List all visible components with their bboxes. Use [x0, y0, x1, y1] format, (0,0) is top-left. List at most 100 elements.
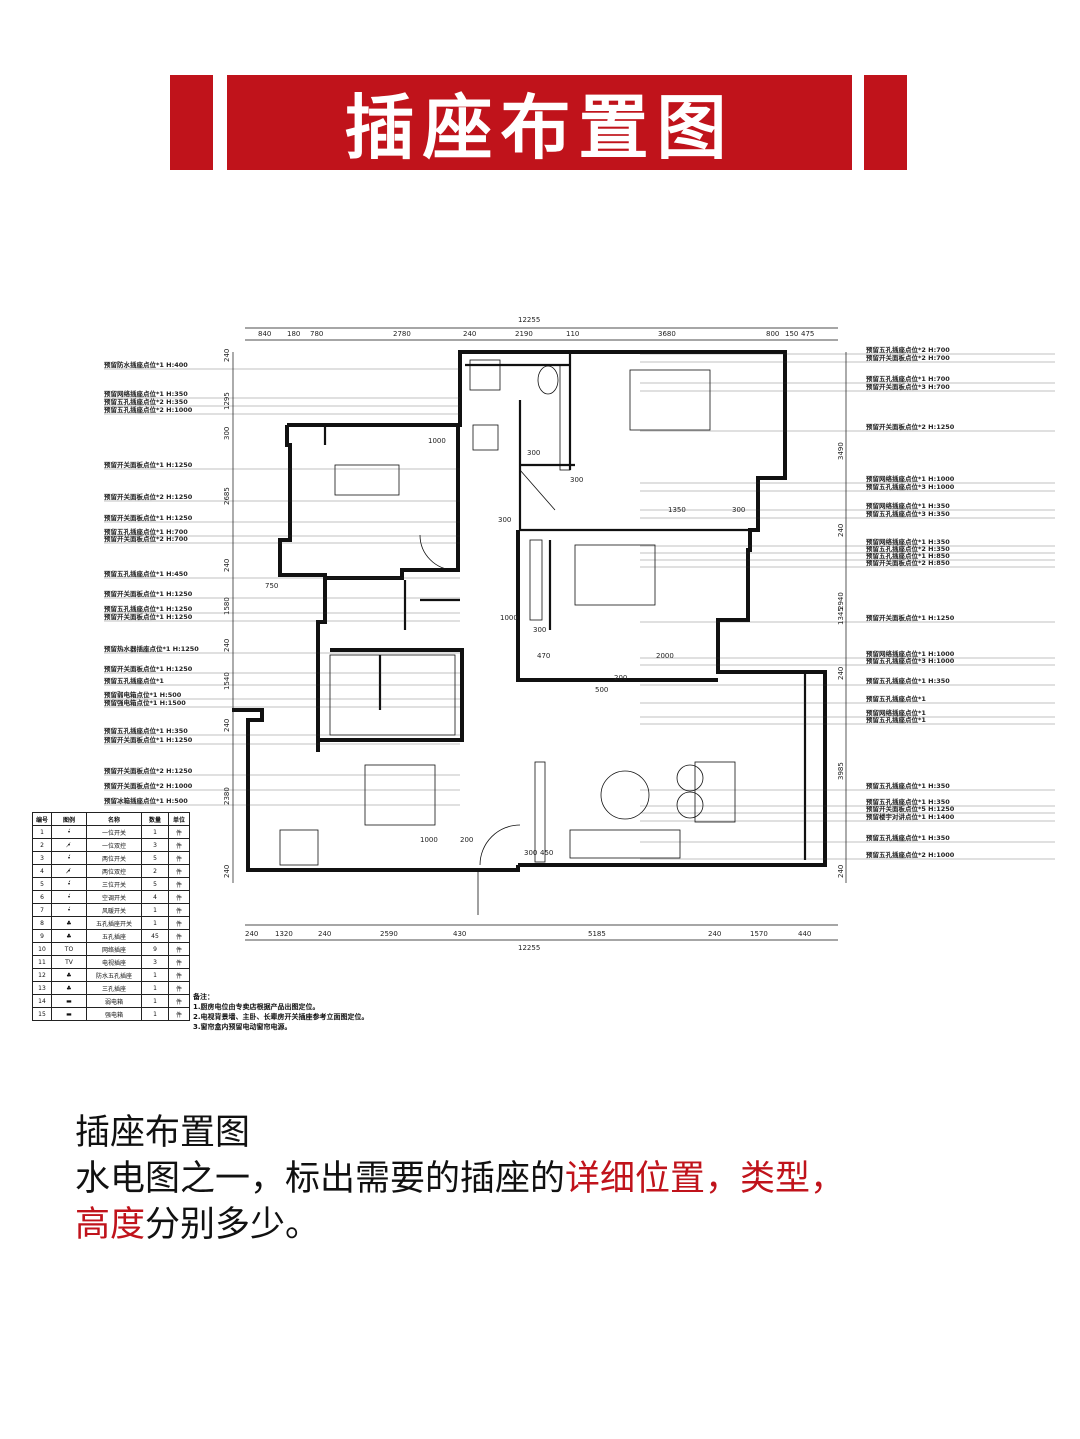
legend-cell: 一位开关 [86, 825, 142, 839]
legend-cell: 10 [32, 942, 52, 956]
caption-line-2: 水电图之一，标出需要的插座的详细位置，类型， [75, 1156, 845, 1202]
legend-cell: 3 [32, 851, 52, 865]
legend-cell: 件 [168, 929, 190, 943]
legend-cell: 5 [32, 877, 52, 891]
top-dim: 2780 [393, 330, 411, 338]
top-dim: 110 [566, 330, 579, 338]
legend-cell: 1 [141, 903, 169, 917]
legend-cell: 5 [141, 877, 169, 891]
left-dim: 240 [223, 639, 231, 652]
legend-cell: 三位开关 [86, 877, 142, 891]
legend-cell: 两位开关 [86, 851, 142, 865]
top-dim: 180 [287, 330, 300, 338]
legend-cell: 1 [141, 981, 169, 995]
outlet-tag-left: 预留五孔插座点位*1 H:700 [104, 527, 188, 536]
inner-dim: 300 [570, 476, 583, 484]
outlet-tag-left: 预留开关面板点位*2 H:1000 [104, 781, 193, 790]
outlet-tag-right: 预留五孔插座点位*1 H:700 [866, 374, 950, 383]
right-dim: 3490 [837, 442, 845, 460]
bottom-dim: 1570 [750, 930, 768, 938]
right-dim: 240 [837, 524, 845, 537]
legend-cell: 12 [32, 968, 52, 982]
legend-symbol-icon: •́ [51, 890, 87, 904]
legend-cell: 1 [141, 994, 169, 1008]
outlet-tag-right: 预留五孔插座点位*1 H:350 [866, 833, 950, 842]
left-dim: 240 [223, 865, 231, 878]
caption-line-3: 高度分别多少。 [75, 1202, 845, 1248]
legend-symbol-icon: ♣ [51, 968, 87, 982]
legend-cell: 1 [141, 1007, 169, 1021]
legend-cell: 件 [168, 981, 190, 995]
left-dim: 1540 [223, 672, 231, 690]
legend-cell: 3 [141, 955, 169, 969]
legend-cell: 2 [32, 838, 52, 852]
legend-symbol-icon: •̸ [51, 838, 87, 852]
right-dim: 240 [837, 667, 845, 680]
outlet-tag-left: 预留开关面板点位*2 H:700 [104, 534, 188, 543]
caption-highlight: 高度 [75, 1205, 146, 1245]
caption-title: 插座布置图 [75, 1113, 251, 1153]
bottom-dim: 240 [708, 930, 721, 938]
legend-cell: 防水五孔插座 [86, 968, 142, 982]
legend-cell: 件 [168, 1007, 190, 1021]
inner-dim: 750 [265, 582, 278, 590]
outlet-tag-left: 预留弱电箱点位*1 H:500 [104, 690, 182, 699]
left-dim: 1295 [223, 392, 231, 410]
legend-symbol-icon: TV [51, 955, 87, 969]
left-dim: 240 [223, 719, 231, 732]
outlet-tag-right: 预留网络插座点位*1 H:1000 [866, 649, 955, 658]
outlet-tag-left: 预留开关面板点位*1 H:1250 [104, 460, 193, 469]
legend-header-row: 编号图例名称数量单位 [32, 812, 190, 826]
right-dim: 1345 [837, 607, 845, 625]
outlet-tag-left: 预留冰箱插座点位*1 H:500 [104, 796, 188, 805]
outlet-tag-right: 预留五孔插座点位*2 H:1000 [866, 850, 955, 859]
page-title: 插座布置图 [344, 87, 735, 169]
legend-symbol-icon: •̸̸ [51, 864, 87, 878]
legend-cell: 7 [32, 903, 52, 917]
outlet-tag-right: 预留五孔插座点位*1 [866, 694, 926, 703]
outlet-tag-left: 预留五孔插座点位*2 H:350 [104, 397, 188, 406]
outlet-tag-right: 预留网络插座点位*1 H:1000 [866, 474, 955, 483]
legend-cell: 件 [168, 955, 190, 969]
inner-dim: 300 [498, 516, 511, 524]
legend-cell: 风暖开关 [86, 903, 142, 917]
overall-width-top: 12255 [518, 316, 540, 324]
bottom-dim: 240 [318, 930, 331, 938]
outlet-tag-left: 预留开关面板点位*1 H:1250 [104, 735, 193, 744]
left-dim: 300 [223, 427, 231, 440]
legend-cell: 网络插座 [86, 942, 142, 956]
inner-dim: 300 [527, 449, 540, 457]
note-line: 3.窗帘盒内预留电动窗帘电源。 [193, 1023, 292, 1031]
right-dim: 240 [837, 865, 845, 878]
outlet-tag-left: 预留开关面板点位*1 H:1250 [104, 612, 193, 621]
outlet-tag-left: 预留开关面板点位*1 H:1250 [104, 664, 193, 673]
legend-symbol-icon: •́ [51, 903, 87, 917]
inner-dim: 1000 [500, 614, 518, 622]
outlet-tag-left: 预留五孔插座点位*1 H:450 [104, 569, 188, 578]
outlet-tag-right: 预留网络插座点位*1 [866, 708, 926, 717]
right-dim: 2940 [837, 592, 845, 610]
notes-title: 备注： [193, 993, 214, 1001]
inner-dim: 450 [540, 849, 553, 857]
legend-cell: 2 [141, 864, 169, 878]
legend-cell: 五孔插座开关 [86, 916, 142, 930]
outlet-tag-right: 预留楼宇对讲点位*1 H:1400 [866, 812, 955, 821]
legend-header-cell: 单位 [168, 812, 190, 826]
outlet-tag-right: 预留开关面板点位*2 H:1250 [866, 422, 955, 431]
outlet-tag-right: 预留五孔插座点位*3 H:350 [866, 509, 950, 518]
legend-symbol-icon: ▬ [51, 994, 87, 1008]
top-dim: 240 [463, 330, 476, 338]
legend-cell: 45 [141, 929, 169, 943]
top-dim: 780 [310, 330, 323, 338]
inner-dim: 1000 [420, 836, 438, 844]
legend-cell: 15 [32, 1007, 52, 1021]
legend-cell: 8 [32, 916, 52, 930]
